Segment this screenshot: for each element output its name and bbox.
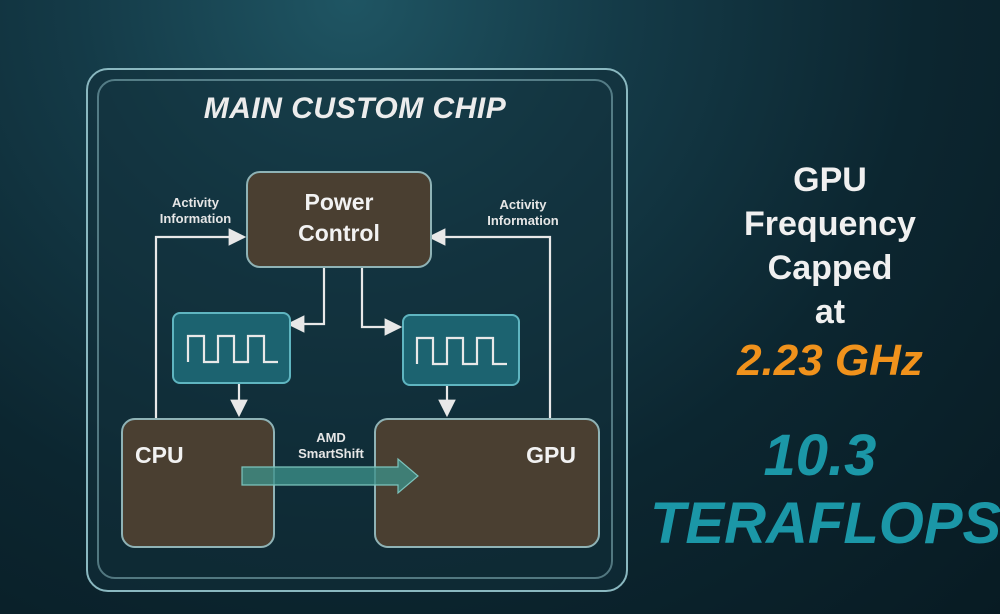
square-wave-icon	[186, 334, 278, 364]
smartshift-label: AMD SmartShift	[298, 430, 364, 461]
power-to-right-clock-connector	[360, 266, 403, 336]
cpu-label: CPU	[135, 442, 184, 468]
gpu-block: GPU	[374, 418, 600, 548]
square-wave-icon	[415, 336, 507, 366]
chip-title: MAIN CUSTOM CHIP	[203, 92, 507, 125]
gpu-clock-block	[402, 314, 520, 386]
chip-inner-frame	[97, 79, 613, 579]
gpu-frequency-headline: GPU Frequency Capped at	[744, 161, 916, 331]
activity-info-right-label: Activity Information	[487, 197, 559, 228]
activity-info-left-label: Activity Information	[159, 195, 232, 226]
teraflops-value: 10.3	[763, 423, 877, 488]
teraflops-label: TERAFLOPS	[650, 491, 1000, 556]
power-control-block: Power Control	[246, 171, 432, 268]
activity-left-connector	[154, 228, 247, 418]
activity-right-connector	[427, 228, 552, 418]
gpu-label: GPU	[526, 442, 576, 468]
gpu-frequency-value: 2.23 GHz	[737, 336, 923, 385]
power-control-label: Power Control	[298, 189, 380, 246]
cpu-clock-block	[172, 312, 291, 384]
power-to-left-clock-connector	[286, 266, 326, 333]
